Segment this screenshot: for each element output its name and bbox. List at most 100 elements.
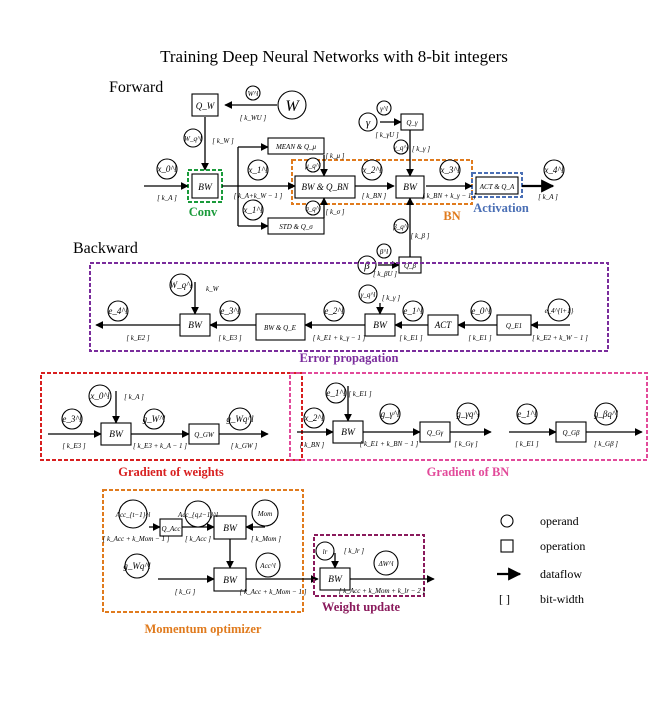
ep-bitwidth-ke2: [ k_E2 ] bbox=[126, 334, 150, 342]
gbn-bw-op bbox=[332, 420, 364, 444]
gbn-e1b-operand bbox=[516, 403, 538, 425]
quantize-beta-op bbox=[398, 256, 422, 274]
x0-operand-label: x_0^l bbox=[156, 164, 177, 174]
beta-q-operand-label: β_q^l bbox=[392, 223, 408, 231]
gamma-l-operand bbox=[376, 100, 392, 116]
ep-act-label: ACT bbox=[434, 320, 453, 330]
mo-bitwidth-kg: [ k_G ] bbox=[175, 588, 196, 596]
x1-operand-b-label: x_1^l bbox=[242, 205, 263, 215]
bw-qbn-label: BW & Q_BN bbox=[302, 182, 350, 192]
mo-mom-label: Mom bbox=[257, 510, 272, 518]
gbn-gbq-operand bbox=[594, 402, 618, 426]
ep-bw-op-1 bbox=[179, 313, 211, 337]
quantize-gamma-op bbox=[400, 113, 424, 131]
wu-bw-label: BW bbox=[328, 575, 343, 585]
gbn-bw-label: BW bbox=[341, 428, 356, 438]
ep-bwqe-label: BW & Q_E bbox=[264, 324, 297, 332]
bitwidth-ksigma: [ k_σ ] bbox=[325, 208, 344, 216]
ep-bitwidth-ke-kw: [ k_E2 + k_W − 1 ] bbox=[532, 334, 588, 342]
wu-lr-operand bbox=[315, 541, 335, 561]
ep-qe1-op bbox=[496, 314, 532, 336]
mo-qacc-op bbox=[159, 518, 183, 537]
wu-bitwidth-kacc-kmom-klr: [ k_Acc + k_Mom + k_lr − 2 ] bbox=[339, 587, 426, 595]
ep-e4-label: e_4^l bbox=[108, 306, 128, 316]
gradient-weights-caption: Gradient of weights bbox=[118, 465, 224, 479]
sigma-operand bbox=[305, 200, 321, 216]
gbn-qgg-op bbox=[419, 421, 451, 443]
gradient-weights-panel: BW Q_GW x_0^l e_3^l g_W^l g_Wq^l [ k_A ]… bbox=[40, 372, 303, 479]
x1-operand-a-label: x_1^l bbox=[247, 165, 268, 175]
gw-e3-operand bbox=[61, 408, 83, 430]
ep-e3-operand bbox=[219, 300, 241, 322]
bn-bw-op bbox=[395, 175, 425, 199]
gradient-bn-panel: BW Q_Gγ Q_Gβ e_1^l x_2^l g_γ^l g_γq^l e_… bbox=[289, 372, 648, 479]
quantize-gamma-label: Q_γ bbox=[406, 119, 418, 127]
x4-operand-label: x_4^l bbox=[543, 165, 564, 175]
gamma-operand-label: γ bbox=[366, 117, 371, 129]
momentum-caption: Momentum optimizer bbox=[145, 622, 262, 636]
std-label: STD & Q_σ bbox=[279, 223, 313, 231]
ep-bwqe-op bbox=[255, 313, 306, 341]
gamma-l-operand-label: γ^l bbox=[380, 105, 388, 113]
bw-qbn-op bbox=[294, 175, 356, 199]
ep-e3-label: e_3^l bbox=[220, 306, 240, 316]
ep-e1-operand bbox=[402, 300, 424, 322]
gbn-ggq-label: g_γq^l bbox=[456, 409, 480, 419]
ep-qe1-label: Q_E1 bbox=[506, 322, 522, 330]
gamma-q-operand-label: γ_q^l bbox=[394, 144, 409, 152]
mo-mom-operand bbox=[251, 499, 279, 527]
gbn-bitwidth-ke1b: [ k_E1 ] bbox=[515, 440, 539, 448]
gw-gw-label: g_W^l bbox=[143, 414, 166, 424]
activation-op bbox=[475, 176, 519, 195]
mo-bw-op-2 bbox=[213, 567, 247, 592]
activation-caption: Activation bbox=[473, 201, 529, 215]
conv-bw-label: BW bbox=[198, 183, 213, 193]
gbn-ggamma-operand bbox=[379, 403, 401, 425]
ep-e1-label: e_1^l bbox=[403, 306, 423, 316]
bitwidth-kbn: [ k_BN ] bbox=[362, 192, 387, 200]
gbn-bitwidth-ke1-kbn: [ k_E1 + k_BN − 1 ] bbox=[360, 440, 419, 448]
ep-bw-label-2: BW bbox=[373, 321, 388, 331]
ep-e4-operand bbox=[107, 300, 129, 322]
ep-act-op bbox=[427, 314, 459, 336]
wu-dw-operand bbox=[373, 550, 399, 576]
gbn-qgb-label: Q_Gβ bbox=[562, 429, 580, 437]
bitwidth-kg: [ k_γ ] bbox=[412, 145, 431, 153]
wu-dw-label: ΔW^l bbox=[378, 560, 394, 568]
bitwidth-kbeta: [ k_β ] bbox=[410, 232, 429, 240]
weight-update-caption: Weight update bbox=[322, 600, 401, 614]
legend-dataflow-label: dataflow bbox=[540, 567, 582, 581]
mo-accq-label: Acc_{q,t−1}^l bbox=[177, 511, 218, 519]
gw-qgw-op bbox=[188, 423, 220, 445]
x3-operand-label: x_3^l bbox=[439, 165, 460, 175]
legend-bracket-symbol: [ ] bbox=[499, 592, 510, 606]
gbn-x2-operand bbox=[303, 407, 325, 429]
bitwidth-kw: [ k_W ] bbox=[212, 137, 234, 145]
gamma-operand bbox=[358, 112, 378, 132]
bitwidth-kbn-kg: [ k_BN + k_γ − 1 ] bbox=[422, 192, 476, 200]
bitwidth-kwu: [ k_WU ] bbox=[240, 114, 267, 122]
forward-pass: Q_W BW MEAN & Q_μ STD & Q_σ BW & Q_BN BW… bbox=[144, 85, 565, 278]
mo-gwq-label: g_Wq^l bbox=[123, 561, 151, 571]
x2-operand-label: x_2^l bbox=[361, 165, 382, 175]
beta-operand bbox=[357, 255, 377, 275]
ep-e0-operand bbox=[470, 300, 492, 322]
gw-bitwidth-ka: [ k_A ] bbox=[124, 393, 144, 401]
sigma-operand-label: σ_q^l bbox=[305, 205, 320, 213]
mo-acc-tm1-operand bbox=[118, 499, 148, 529]
gbn-e1-operand bbox=[325, 382, 347, 404]
gw-x0-operand bbox=[88, 384, 112, 408]
ep-bitwidth-ke1: [ k_E1 ] bbox=[468, 334, 492, 342]
bitwidth-ka-out: [ k_A ] bbox=[538, 193, 558, 201]
ep-bitwidth-ke3: [ k_E3 ] bbox=[218, 334, 242, 342]
conv-caption: Conv bbox=[189, 205, 218, 219]
legend-operand-symbol bbox=[500, 514, 514, 528]
gw-gw-operand bbox=[143, 408, 165, 430]
bitwidth-ka-in: [ k_A ] bbox=[157, 194, 177, 202]
ep-gq-operand bbox=[358, 284, 378, 304]
mo-acc-tm1-label: Acc_{t−1}^l bbox=[115, 511, 151, 519]
gbn-ggamma-label: g_γ^l bbox=[381, 409, 400, 419]
mo-bitwidth-kmom: [ k_Mom ] bbox=[251, 535, 281, 543]
backward-heading: Backward bbox=[73, 240, 138, 257]
gbn-qgb-op bbox=[555, 421, 587, 443]
